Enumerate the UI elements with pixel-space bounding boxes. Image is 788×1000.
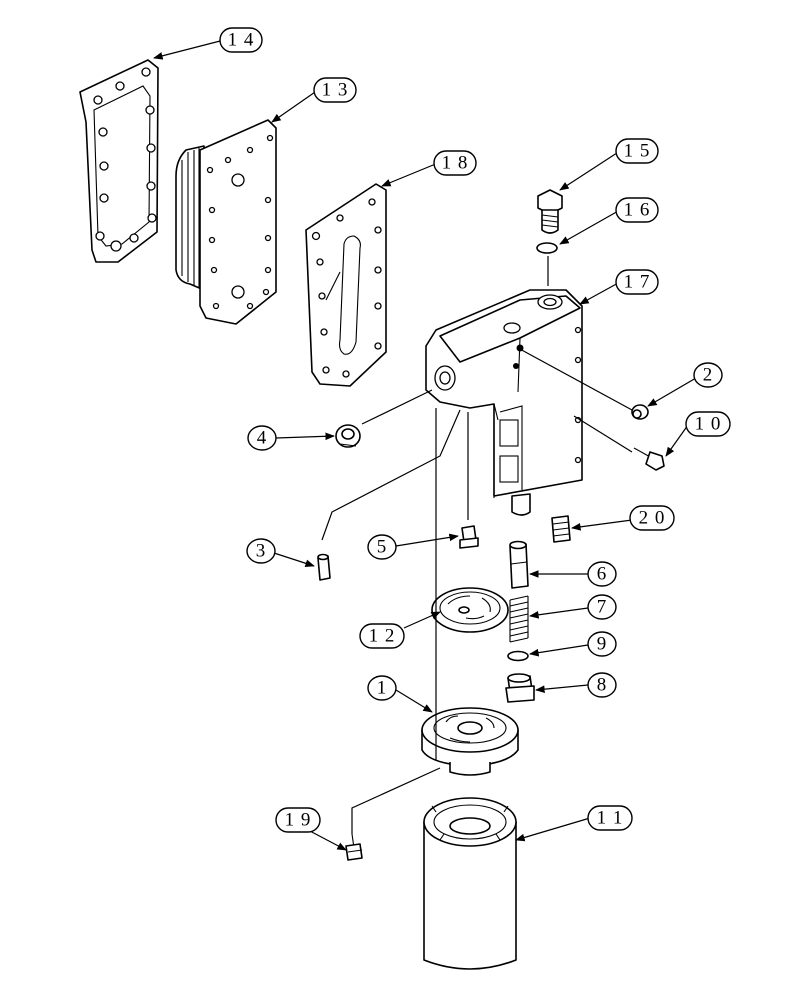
callout-17: 1 7 [579, 269, 659, 305]
callout-12: 1 2 [359, 611, 441, 649]
svg-text:4: 4 [257, 428, 268, 449]
svg-text:2: 2 [703, 365, 714, 386]
valve-part-5 [459, 525, 479, 549]
fitting-part-15 [537, 189, 563, 234]
svg-text:1 8: 1 8 [442, 153, 469, 174]
adapter-part-1 [421, 707, 519, 776]
callout-3: 3 [246, 538, 315, 567]
plug-part-2 [631, 404, 649, 420]
svg-text:1 9: 1 9 [285, 810, 312, 831]
callout-20: 2 0 [571, 505, 675, 531]
callout-14: 1 4 [153, 27, 263, 60]
filter-part-11 [423, 797, 517, 970]
callout-10: 1 0 [665, 411, 731, 457]
svg-text:1 2: 1 2 [369, 626, 396, 647]
svg-text:2 0: 2 0 [639, 508, 666, 529]
svg-text:1 1: 1 1 [597, 808, 624, 829]
svg-text:1 4: 1 4 [228, 30, 255, 51]
svg-text:8: 8 [597, 675, 608, 696]
valve-plate-part-12 [431, 587, 509, 633]
callout-13: 1 3 [271, 77, 357, 123]
callout-2: 2 [647, 362, 723, 407]
bolt-part-10 [633, 447, 665, 471]
callout-6: 6 [529, 561, 617, 587]
plug-part-4 [335, 424, 361, 448]
gasket-part-18 [305, 183, 387, 387]
plug-part-20 [551, 515, 571, 543]
svg-text:1 0: 1 0 [695, 414, 722, 435]
o-ring-part-9 [507, 650, 529, 662]
svg-text:1 3: 1 3 [322, 80, 349, 101]
callout-9: 9 [529, 631, 617, 657]
dowel-pin-part-3 [317, 553, 331, 581]
callout-8: 8 [535, 672, 617, 698]
plunger-part-6 [509, 540, 529, 589]
svg-text:3: 3 [256, 541, 267, 562]
callout-4: 4 [247, 425, 335, 451]
gasket-part-14 [79, 59, 159, 263]
assembly-guide-lines [321, 256, 633, 834]
callout-5: 5 [367, 533, 459, 560]
svg-text:1 6: 1 6 [624, 200, 651, 221]
plug-part-8 [505, 673, 535, 703]
callout-1: 1 [367, 675, 433, 713]
callout-15: 1 5 [559, 138, 659, 191]
svg-text:9: 9 [597, 634, 608, 655]
filter-head-part-17 [425, 289, 583, 516]
callout-11: 1 1 [515, 805, 633, 842]
svg-text:6: 6 [597, 564, 608, 585]
svg-text:5: 5 [377, 537, 388, 558]
bolt-part-19 [345, 833, 363, 861]
svg-text:7: 7 [597, 597, 608, 618]
svg-text:1 5: 1 5 [624, 141, 651, 162]
o-ring-part-16 [536, 242, 558, 254]
callout-7: 7 [529, 594, 617, 620]
callout-18: 1 8 [381, 150, 477, 187]
oil-cooler-part-13 [175, 119, 277, 325]
svg-text:1 7: 1 7 [624, 272, 651, 293]
spring-part-7 [509, 595, 529, 643]
callout-16: 1 6 [559, 197, 659, 245]
callout-19: 1 9 [275, 807, 347, 851]
svg-text:1: 1 [377, 678, 388, 699]
